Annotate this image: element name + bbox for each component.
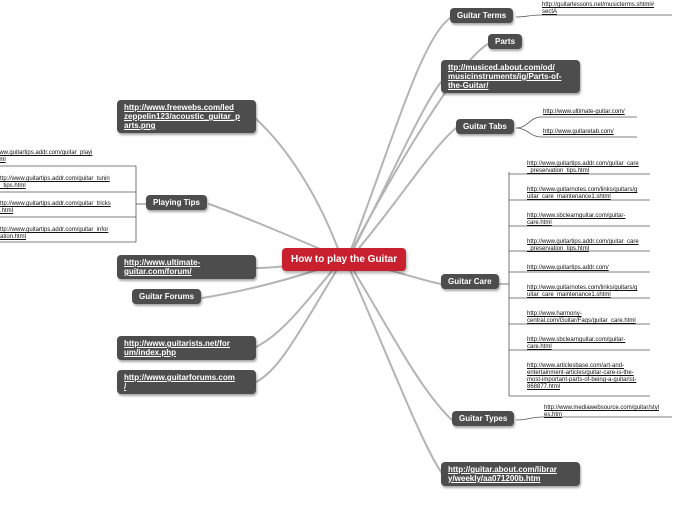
- topic-about-guitar-parts-url[interactable]: ttp://musiced.about.com/od/ musicinstrum…: [441, 60, 580, 93]
- guitar-terms-link[interactable]: http://guitarlessons.net/musicterms.shtm…: [542, 2, 655, 15]
- central-topic[interactable]: How to play the Guitar: [282, 248, 407, 271]
- topic-freewebs-url[interactable]: http://www.freewebs.com/led zeppelin123/…: [117, 100, 256, 133]
- topic-guitarists-url[interactable]: http://www.guitarists.net/for um/index.p…: [117, 336, 256, 360]
- guitar-types-link[interactable]: http://www.mediawebsource.com/guitar/sty…: [544, 405, 660, 418]
- topic-guitar-forums[interactable]: Guitar Forums: [132, 289, 202, 304]
- topic-guitar-types[interactable]: Guitar Types: [452, 411, 515, 426]
- guitar-tabs-link[interactable]: http://www.ultimate-guitar.com/: [543, 109, 625, 115]
- guitar-tabs-link[interactable]: http://www.guitaretab.com/: [543, 129, 614, 135]
- topic-guitar-tabs[interactable]: Guitar Tabs: [456, 119, 514, 134]
- guitar-care-link[interactable]: http://www.guitarnotes.com/links/guitars…: [527, 187, 638, 200]
- guitar-care-link[interactable]: http://www.guitarnotes.com/links/guitars…: [527, 285, 638, 298]
- guitar-care-link[interactable]: http://www.articlesbase.com/art-and- ent…: [527, 363, 637, 390]
- topic-parts[interactable]: Parts: [488, 34, 523, 49]
- guitar-care-link[interactable]: http://www.sbclearnguitar.com/guitar- ca…: [527, 213, 626, 226]
- topic-guitar-terms[interactable]: Guitar Terms: [450, 8, 514, 23]
- topic-ultimate-guitar-forum-url[interactable]: http://www.ultimate- guitar.com/forum/: [117, 255, 256, 279]
- playing-tips-link[interactable]: ttp://www.guitartips.addr.com/guitar_tri…: [0, 201, 111, 214]
- guitar-care-link[interactable]: http://www.sbclearnguitar.com/guitar- ca…: [527, 337, 626, 350]
- guitar-care-link[interactable]: http://www.harmony- central.com/Guitar/F…: [527, 311, 636, 324]
- topic-guitar-care[interactable]: Guitar Care: [441, 274, 499, 289]
- playing-tips-link[interactable]: http://www.guitartips.addr.com/guitar_pl…: [0, 150, 93, 163]
- playing-tips-link[interactable]: ttp://www.guitartips.addr.com/guitar_inf…: [0, 227, 109, 240]
- guitar-care-link[interactable]: http://www.guitartips.addr.com/guitar_ca…: [527, 161, 639, 174]
- playing-tips-link[interactable]: ttp://www.guitartips.addr.com/guitar_tun…: [0, 176, 110, 189]
- topic-playing-tips[interactable]: Playing Tips: [146, 195, 207, 210]
- topic-about-weekly-url[interactable]: http://guitar.about.com/librar y/weekly/…: [441, 462, 580, 486]
- guitar-care-link[interactable]: http://www.guitartips.addr.com/guitar_ca…: [527, 239, 639, 252]
- topic-guitarforums-url[interactable]: http://www.guitarforums.com /: [117, 370, 256, 394]
- guitar-care-link[interactable]: http://www.guitartips.addr.com/: [527, 265, 609, 271]
